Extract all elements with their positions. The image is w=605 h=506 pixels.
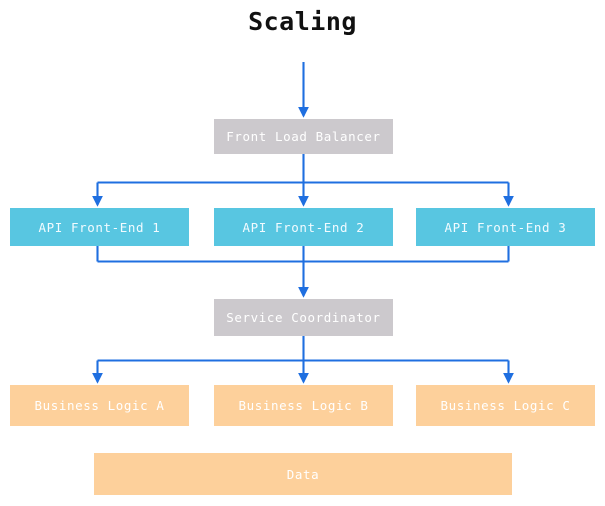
node-service-coordinator[interactable]: Service Coordinator: [214, 299, 393, 336]
node-business-logic-b[interactable]: Business Logic B: [214, 385, 393, 426]
node-front-load-balancer[interactable]: Front Load Balancer: [214, 119, 393, 154]
node-data[interactable]: Data: [94, 453, 512, 495]
node-api-front-end-3[interactable]: API Front-End 3: [416, 208, 595, 246]
diagram-title: Scaling: [248, 7, 357, 36]
node-business-logic-c[interactable]: Business Logic C: [416, 385, 595, 426]
node-business-logic-a[interactable]: Business Logic A: [10, 385, 189, 426]
node-api-front-end-2[interactable]: API Front-End 2: [214, 208, 393, 246]
node-api-front-end-1[interactable]: API Front-End 1: [10, 208, 189, 246]
